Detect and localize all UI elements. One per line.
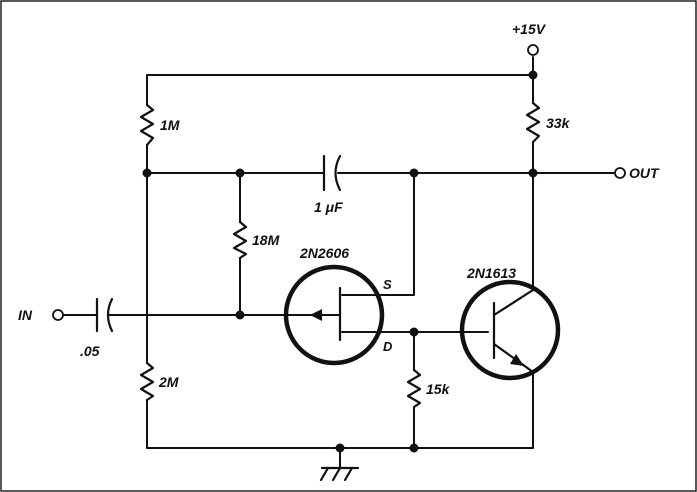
supply-label: +15V (512, 21, 547, 37)
capacitor-input (95, 297, 114, 333)
resistor-15k (406, 368, 422, 409)
label-cap-input: .05 (80, 343, 100, 359)
label-bjt-part: 2N1613 (466, 265, 516, 281)
junction-ground (335, 443, 345, 453)
input-label: IN (18, 307, 33, 323)
bjt-2n1613 (459, 279, 561, 381)
label-18m: 18M (252, 232, 280, 248)
capacitor-feedback (322, 154, 342, 192)
label-cap-feedback: 1 μF (314, 199, 343, 215)
fet-2n2606 (283, 264, 385, 366)
label-15k: 15k (426, 381, 451, 397)
wire-source (341, 172, 415, 296)
resistor-1m (139, 103, 155, 147)
junction-mid-left (142, 168, 152, 178)
junction-top-right (528, 70, 538, 80)
ground-symbol (319, 466, 360, 482)
label-1m: 1M (160, 117, 180, 133)
junction-mid-18m (235, 168, 245, 178)
output-label: OUT (629, 165, 660, 181)
label-fet-source: S (383, 277, 392, 292)
junctions (142, 70, 538, 453)
junction-output (528, 168, 538, 178)
label-fet-part: 2N2606 (299, 245, 349, 261)
label-33k: 33k (546, 115, 571, 131)
resistor-18m (232, 220, 248, 260)
output-terminal (614, 167, 626, 179)
label-fet-drain: D (383, 339, 393, 354)
resistor-2m (139, 361, 155, 402)
resistor-33k (525, 101, 541, 144)
label-2m: 2M (158, 374, 179, 390)
input-terminal (52, 309, 64, 321)
junction-drain (409, 327, 419, 337)
junction-mid-source (409, 168, 419, 178)
junction-gate (235, 310, 245, 320)
supply-terminal (527, 44, 539, 56)
junction-bottom-15k (409, 443, 419, 453)
